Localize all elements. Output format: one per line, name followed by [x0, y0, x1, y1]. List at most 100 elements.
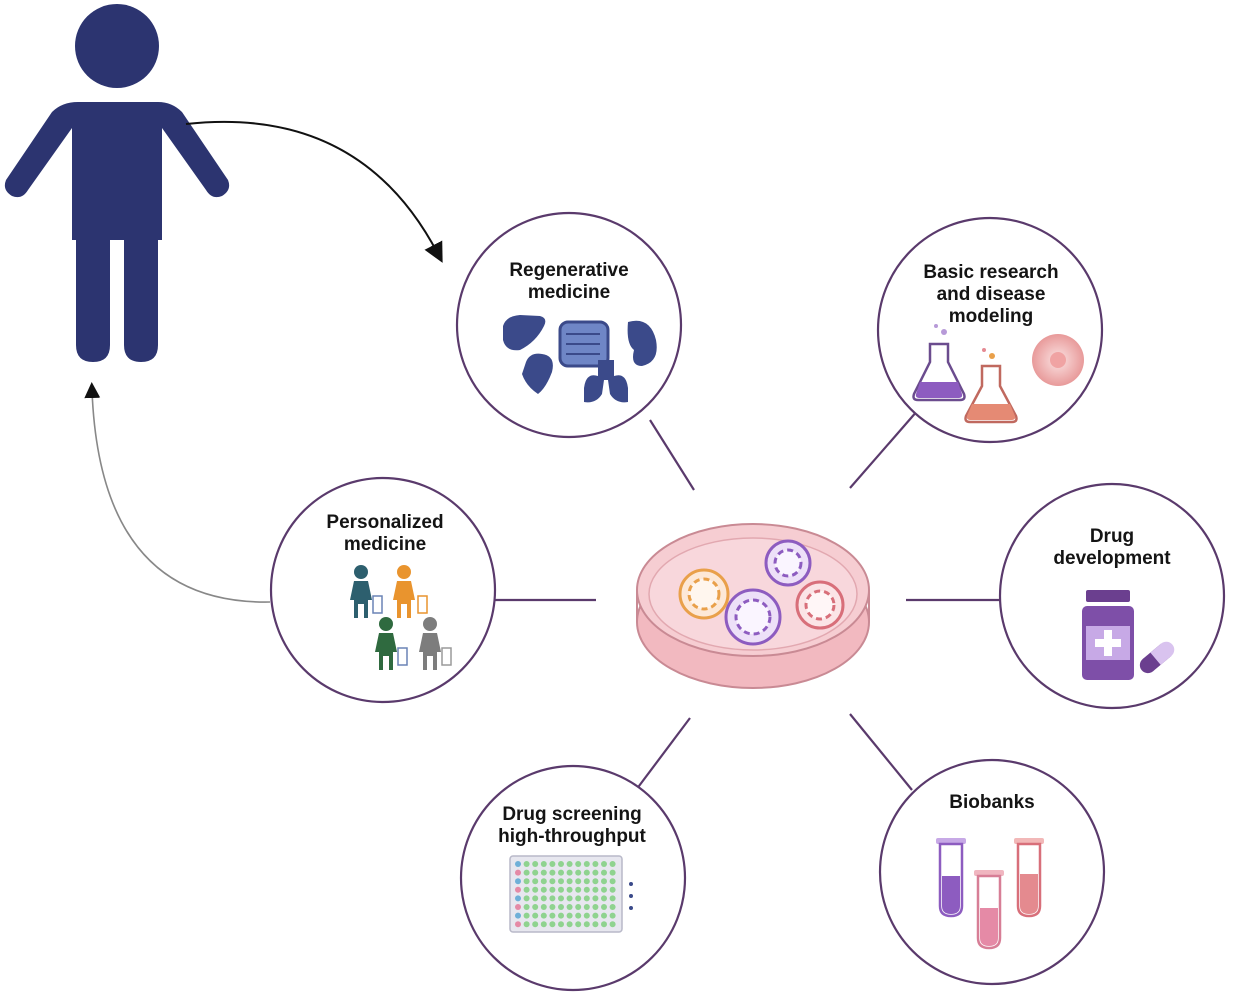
plate-well: [575, 886, 582, 893]
plate-well: [601, 904, 607, 910]
plate-well: [549, 912, 556, 919]
organoid-orange-icon: [678, 568, 730, 620]
plate-well: [601, 921, 607, 928]
plate-well: [583, 886, 590, 893]
plate-well: [583, 869, 590, 876]
plate-well: [532, 861, 539, 867]
plate-well: [566, 886, 573, 893]
plate-well: [558, 912, 564, 919]
label-basic-research: Basic research and disease modeling: [923, 262, 1059, 327]
plate-well: [532, 878, 539, 885]
plate-well: [583, 861, 590, 867]
plate-well: [532, 912, 539, 919]
plate-well: [609, 878, 616, 885]
plate-well: [601, 912, 607, 919]
plate-well: [558, 869, 564, 876]
cell-icon: [1032, 334, 1084, 386]
plate-well: [523, 861, 530, 867]
label-regenerative: Regenerative medicine: [509, 260, 629, 303]
plate-well: [566, 912, 573, 919]
plate-well: [575, 904, 582, 910]
kidney-icon: [627, 320, 657, 366]
plate-well: [583, 895, 590, 902]
person-gray-icon: [419, 617, 452, 670]
plate-well: [558, 878, 564, 885]
plate-well: [575, 895, 582, 902]
plate-well: [540, 921, 547, 928]
plate-well: [609, 886, 616, 893]
plate-well: [532, 869, 539, 876]
plate-well: [575, 861, 582, 867]
test-tubes-icon: [936, 838, 1044, 950]
plate-well: [601, 895, 607, 902]
plate-well: [532, 895, 539, 902]
label-personalized: Personalized medicine: [326, 512, 444, 555]
arrow-to-regenerative: [185, 120, 443, 263]
plate-well: [583, 912, 590, 919]
tube-pink-icon: [974, 870, 1004, 950]
connector-lines: [493, 409, 1002, 791]
plate-well: [575, 878, 582, 885]
petri-dish-icon: [636, 523, 870, 689]
plate-well: [592, 869, 599, 876]
plate-well: [583, 921, 590, 928]
organoid-purple-top-icon: [764, 539, 812, 587]
plate-well: [601, 869, 607, 876]
plate-well: [566, 869, 573, 876]
plate-well: [515, 904, 521, 910]
plate-well: [592, 895, 599, 902]
tube-purple-icon: [936, 838, 966, 918]
plate-well: [583, 878, 590, 885]
plate-well: [601, 886, 607, 893]
organoid-purple-bottom-icon: [724, 588, 782, 646]
plate-well: [566, 895, 573, 902]
heart-icon: [522, 353, 553, 394]
plate-well: [549, 904, 556, 910]
plate-well: [601, 861, 607, 867]
human-figure-icon: [4, 4, 230, 362]
label-drug-development: Drug development: [1053, 526, 1171, 569]
flask-purple-icon: [912, 324, 966, 402]
plate-well: [540, 869, 547, 876]
flask-orange-icon: [964, 348, 1018, 424]
plate-well: [540, 904, 547, 910]
person-green-icon: [375, 617, 408, 670]
person-orange-icon: [393, 565, 428, 618]
plate-well: [609, 912, 616, 919]
plate-well: [540, 895, 547, 902]
label-drug-screening: Drug screening high-throughput: [498, 804, 646, 847]
plate-well: [609, 921, 616, 928]
plate-well: [609, 869, 616, 876]
plate-well: [558, 921, 564, 928]
arrow-to-patient: [84, 382, 271, 603]
plate-well: [540, 861, 547, 867]
plate-well: [515, 895, 521, 902]
plate-well: [575, 869, 582, 876]
plate-well: [515, 878, 521, 885]
organoid-pink-icon: [795, 580, 845, 630]
plate-well: [601, 878, 607, 885]
plate-well: [566, 904, 573, 910]
plate-well: [609, 904, 616, 910]
pill-capsule-icon: [1139, 641, 1175, 674]
plate-well: [566, 921, 573, 928]
plate-well: [592, 886, 599, 893]
plate-well: [549, 921, 556, 928]
plate-well: [515, 886, 521, 893]
plate-well: [515, 912, 521, 919]
liver-icon: [503, 315, 546, 351]
label-biobanks: Biobanks: [949, 792, 1035, 813]
plate-well: [609, 895, 616, 902]
plate-well: [515, 869, 521, 876]
plate-well: [549, 861, 556, 867]
plate-well: [540, 878, 547, 885]
plate-well: [558, 904, 564, 910]
microplate-icon: [509, 855, 633, 933]
plate-well: [532, 886, 539, 893]
plate-well: [583, 904, 590, 910]
medicine-bottle-icon: [1082, 590, 1134, 680]
plate-well: [540, 912, 547, 919]
plate-well: [592, 878, 599, 885]
lungs-icon: [584, 360, 628, 403]
